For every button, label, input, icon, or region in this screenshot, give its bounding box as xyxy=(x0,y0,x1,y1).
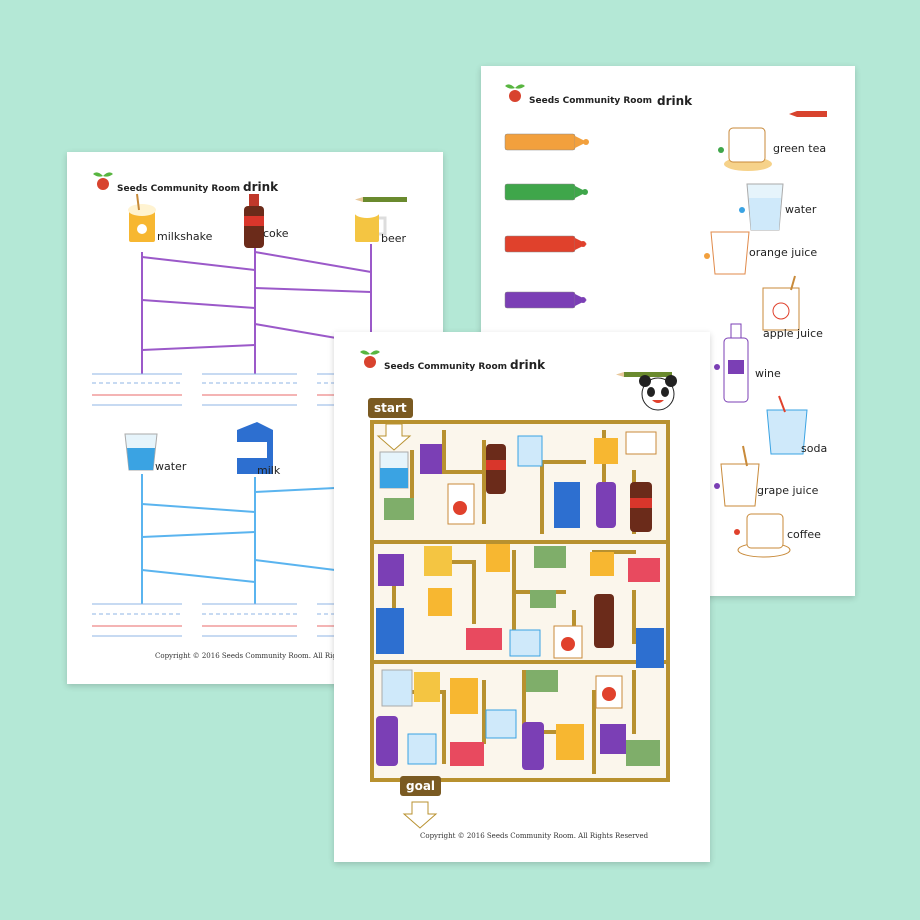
maze-worksheet: Seeds Community Room drink start goal Co… xyxy=(334,332,710,862)
label-green-tea: green tea xyxy=(773,142,827,155)
sprout-logo-icon xyxy=(93,172,113,190)
water-glass-icon xyxy=(124,433,158,471)
soda-glass-icon xyxy=(766,395,808,455)
milk-carton-icon xyxy=(237,422,273,474)
maze-drink-icons xyxy=(376,431,664,770)
writing-lines-bottom xyxy=(92,603,335,637)
orange-juice-glass-icon xyxy=(710,231,750,275)
grape-juice-glass-icon xyxy=(720,445,760,507)
brand-name: Seeds Community Room xyxy=(384,362,508,372)
beer-mug-icon xyxy=(354,206,387,242)
label-coke: coke xyxy=(263,227,289,240)
maze-art xyxy=(360,350,677,829)
milkshake-icon xyxy=(128,193,156,242)
coffee-cup-icon xyxy=(737,513,791,558)
label-beer: beer xyxy=(381,232,407,245)
writing-lines-top xyxy=(92,373,335,406)
pencil-icon xyxy=(616,372,672,377)
brand-name: Seeds Community Room xyxy=(529,96,653,106)
purple-crayon-icon xyxy=(504,291,587,309)
label-milkshake: milkshake xyxy=(157,230,213,243)
label-coffee: coffee xyxy=(787,528,821,541)
label-milk: milk xyxy=(257,464,281,477)
sheet-title: drink xyxy=(510,358,546,372)
brand-name: Seeds Community Room xyxy=(117,184,241,194)
orange-crayon-icon xyxy=(504,133,589,151)
copyright: Copyright © 2016 Seeds Community Room. A… xyxy=(155,652,384,660)
copyright: Copyright © 2016 Seeds Community Room. A… xyxy=(420,832,649,840)
sheet-title: drink xyxy=(243,180,279,194)
red-crayon-icon xyxy=(789,111,827,117)
label-water: water xyxy=(785,203,817,216)
sprout-logo-icon xyxy=(360,350,380,368)
goal-arrow-icon xyxy=(402,801,438,829)
label-wine: wine xyxy=(755,367,781,380)
green-tea-cup-icon xyxy=(724,127,772,171)
label-water: water xyxy=(155,460,187,473)
panda-icon xyxy=(639,375,677,411)
sprout-logo-icon xyxy=(505,84,525,102)
start-arrow-icon xyxy=(376,423,412,451)
start-label: start xyxy=(368,398,413,418)
label-apple-juice: apple juice xyxy=(763,327,823,340)
water-glass-right-icon xyxy=(746,183,784,231)
matching-art xyxy=(504,84,827,558)
wine-bottle-icon xyxy=(723,323,749,403)
apple-juice-carton-icon xyxy=(762,275,800,331)
label-grape-juice: grape juice xyxy=(757,484,819,497)
pencil-icon xyxy=(355,197,407,202)
coke-bottle-icon xyxy=(244,194,264,248)
label-soda: soda xyxy=(801,442,828,455)
sheet-title: drink xyxy=(657,94,693,108)
red-crayon-large-icon xyxy=(504,235,587,253)
green-crayon-icon xyxy=(504,183,588,201)
goal-label: goal xyxy=(400,776,442,796)
label-orange-juice: orange juice xyxy=(749,246,818,259)
